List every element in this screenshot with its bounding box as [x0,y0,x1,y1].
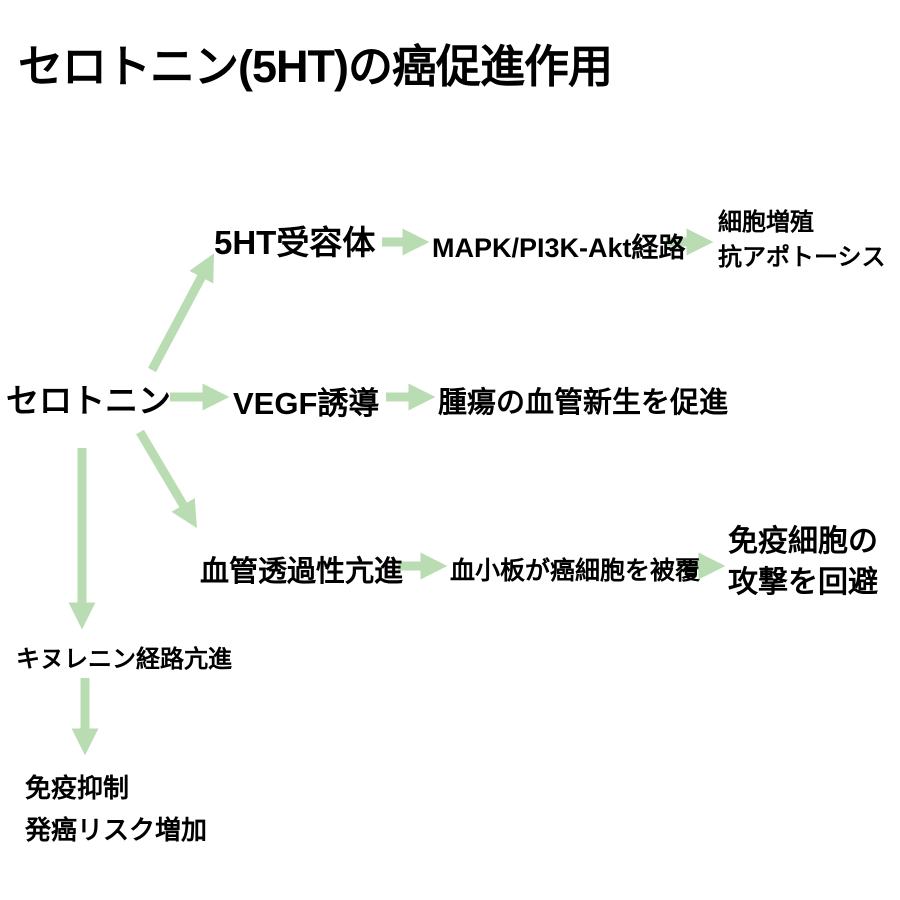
node-vascular-permeability: 血管透過性亢進 [200,556,404,588]
node-serotonin: セロトニン [6,382,171,419]
node-immune-evasion: 免疫細胞の 攻撃を回避 [728,525,878,599]
node-platelet-coating: 血小板が癌細胞を被覆 [450,557,701,585]
node-mapk-pi3k-akt-pathway: MAPK/PI3K-Akt経路 [432,233,686,263]
node-cell-proliferation-anti-apoptosis: 細胞増殖 抗アポトーシス [718,209,886,271]
node-kynurenine-pathway: キヌレニン経路亢進 [16,646,232,673]
node-5ht-receptor: 5HT受容体 [214,224,376,261]
arrow-root-to-permeability [136,429,197,529]
node-vegf-induction: VEGF誘導 [233,386,380,421]
node-immunosuppression-cancer-risk: 免疫抑制 発癌リスク増加 [25,773,208,845]
arrow-root-to-receptor [148,253,214,373]
node-tumor-angiogenesis: 腫瘍の血管新生を促進 [438,387,729,419]
page-title: セロトニン(5HT)の癌促進作用 [18,41,613,92]
